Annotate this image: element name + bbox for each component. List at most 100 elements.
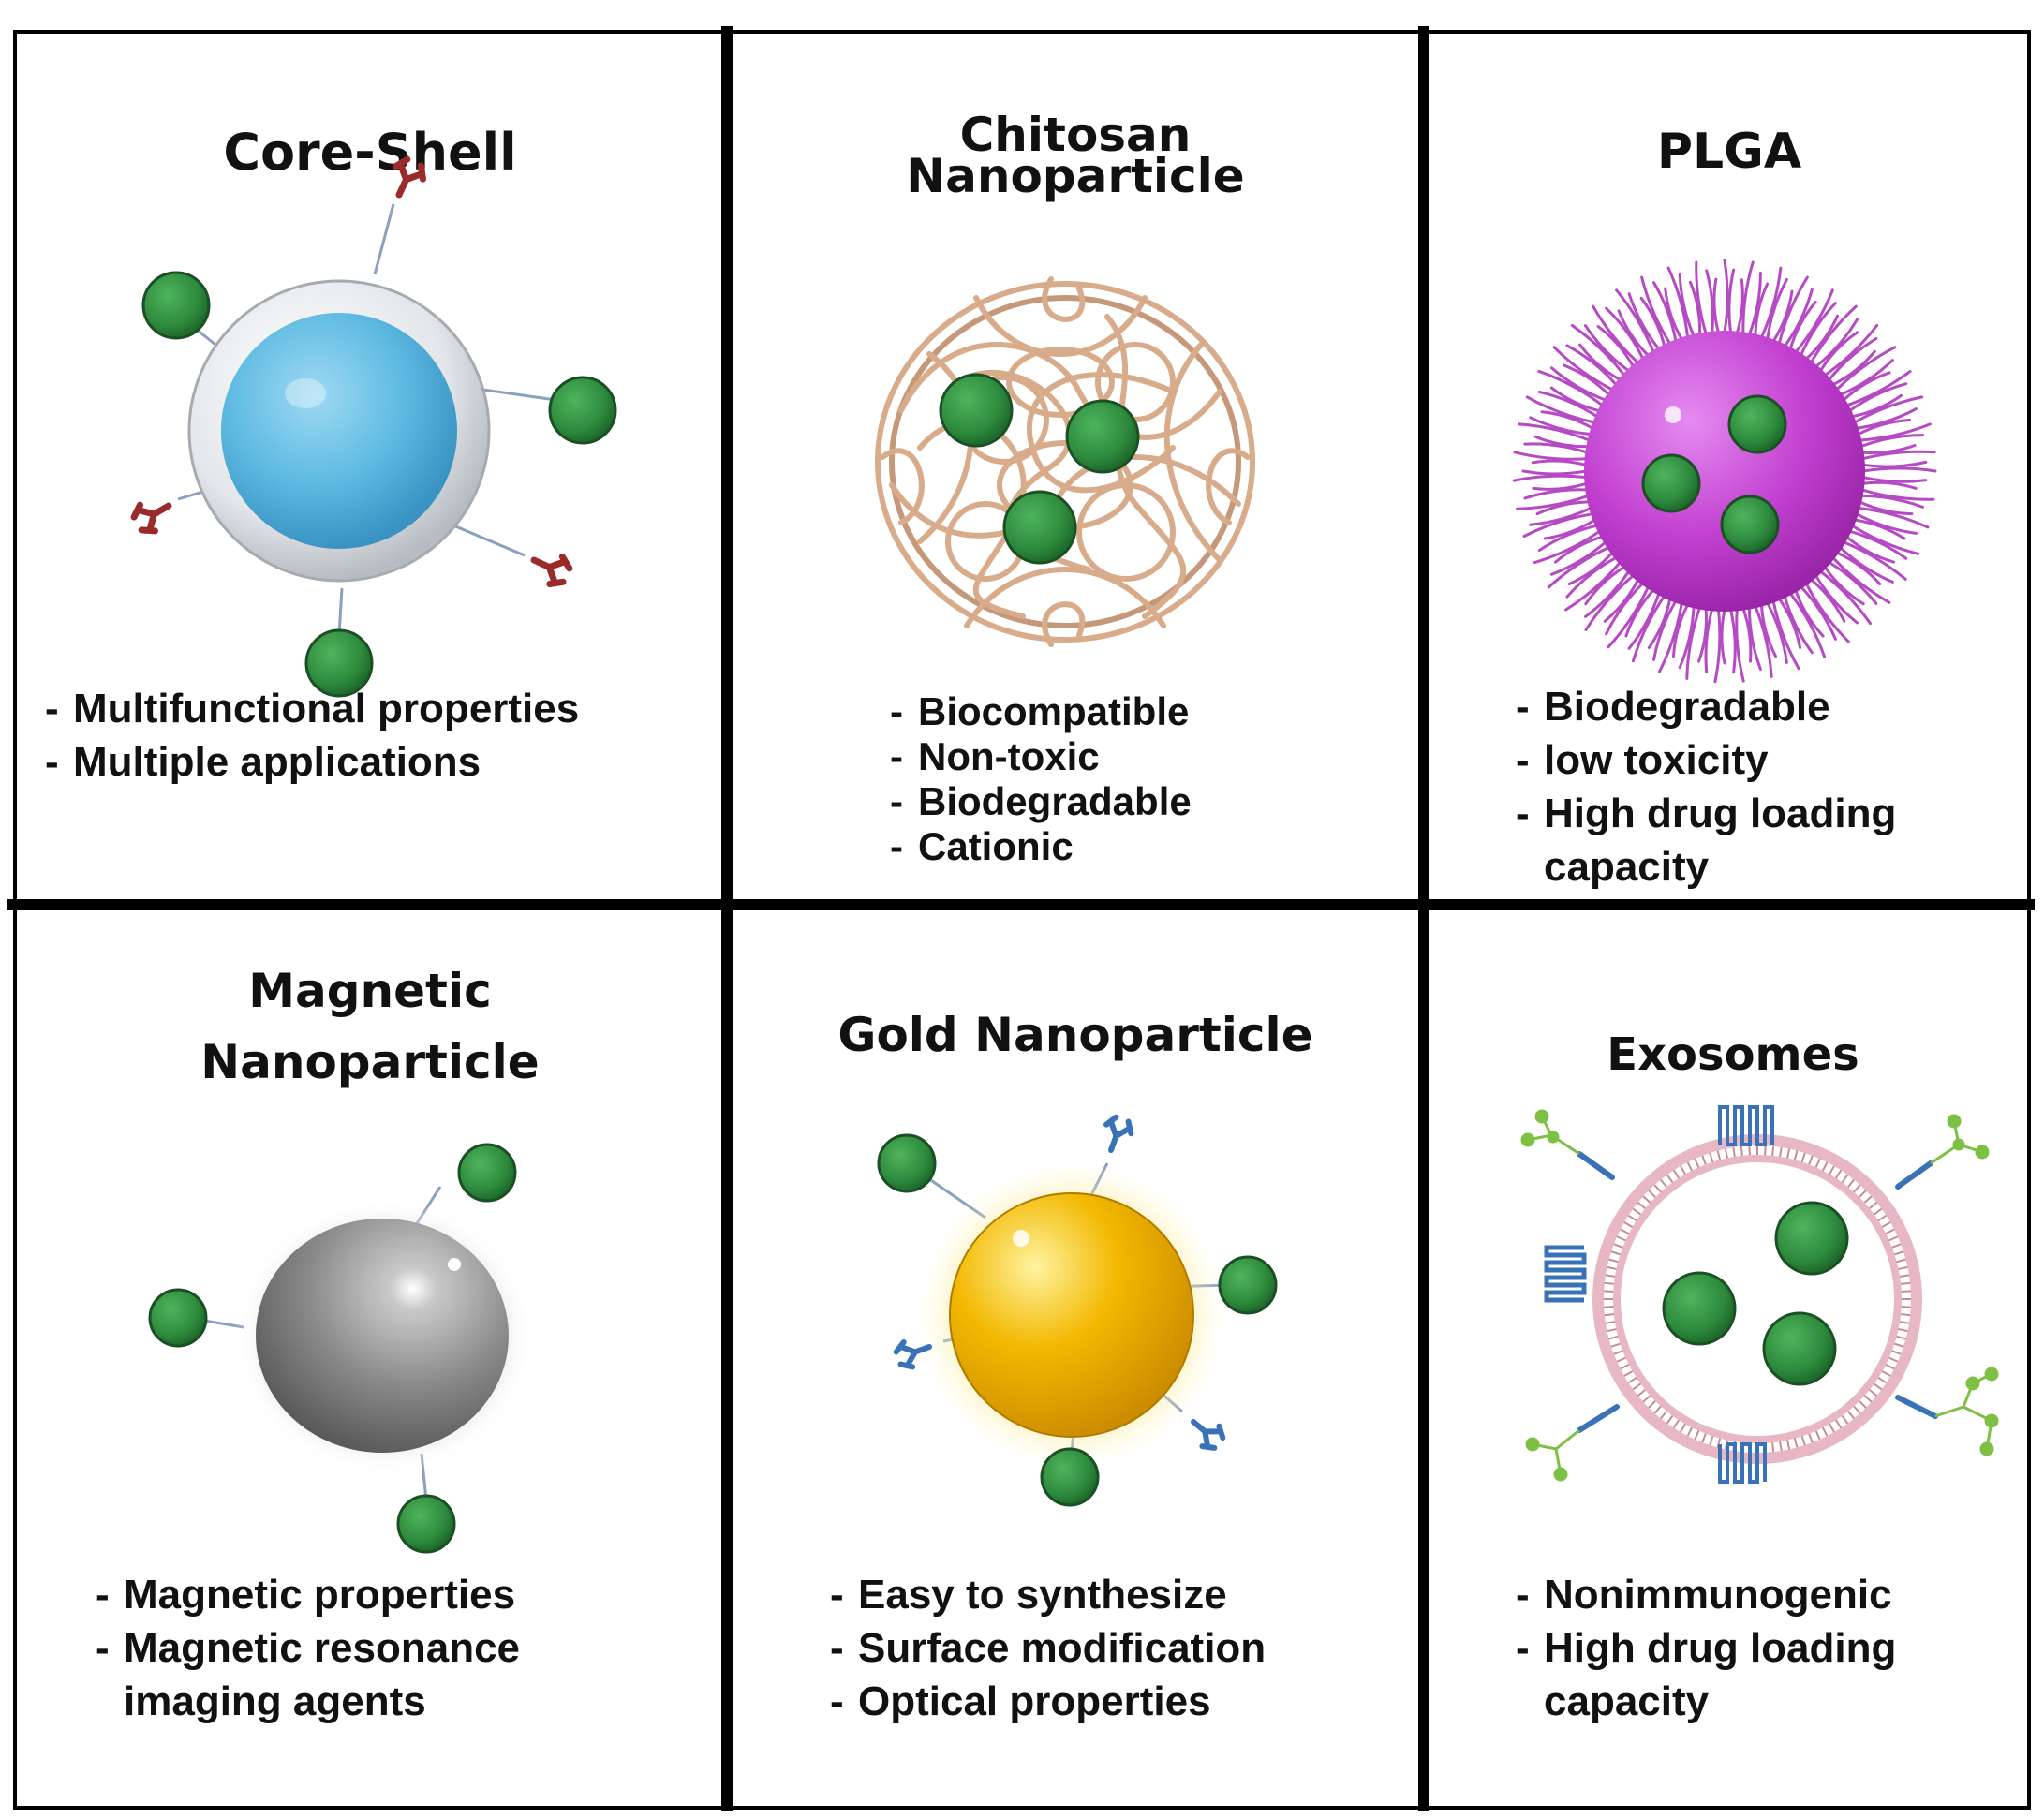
polymer-spike — [1818, 331, 1859, 373]
panel-title-line: Nanoparticle — [906, 149, 1245, 203]
polymer-spike — [1842, 371, 1891, 402]
panel-bullet-list: -Biodegradable -low toxicity -High drug … — [1516, 680, 1896, 894]
polymer-spike — [1543, 518, 1596, 540]
polymer-spike — [1853, 395, 1924, 424]
polymer-spike — [1831, 555, 1891, 604]
bullet-item-continuation: capacity — [1544, 1678, 1710, 1724]
polymer-spike — [1652, 281, 1678, 343]
panel-title: Exosomes — [1429, 1032, 2029, 1077]
polymer-spike — [1523, 442, 1589, 454]
polymer-spike — [1533, 435, 1590, 449]
polymer-spike — [1860, 450, 1936, 461]
polymer-spike — [1540, 410, 1594, 430]
drug-particle — [1040, 1447, 1100, 1507]
polymer-spike — [1860, 488, 1935, 501]
drug-particle — [1641, 453, 1701, 513]
polymer-spike — [1828, 337, 1878, 382]
polymer-spike — [1835, 346, 1897, 392]
polymer-spike — [1861, 476, 1928, 483]
bullet-item: -Biodegradable — [890, 779, 1192, 823]
gold-nanoparticle-illustration — [877, 1114, 1278, 1507]
bullet-item: -Optical properties — [830, 1678, 1211, 1724]
panel-title-line: Nanoparticle — [200, 1035, 540, 1089]
polymer-spike — [1741, 607, 1753, 663]
polymer-spike — [1814, 318, 1859, 368]
panel-title: Magnetic Nanoparticle — [19, 955, 721, 1098]
polymer-spike — [1678, 273, 1696, 338]
polymer-spike — [1570, 324, 1626, 377]
polymer-spike — [1578, 343, 1622, 382]
polymer-spike — [1800, 585, 1837, 641]
polymer-spike — [1537, 391, 1599, 419]
polymer-spike — [1647, 597, 1672, 649]
polymer-spike — [1631, 594, 1666, 663]
bullet-item-continuation: imaging agents — [124, 1678, 426, 1724]
polymer-spike — [1565, 344, 1618, 387]
polymer-spike — [1858, 422, 1932, 442]
polymer-spike — [1652, 599, 1678, 661]
polymer-spike — [1747, 272, 1762, 336]
gold-highlight — [1013, 1230, 1029, 1247]
polymer-spike — [1596, 325, 1636, 368]
polymer-spike — [1747, 606, 1762, 671]
polymer-spike — [1839, 546, 1894, 584]
drug-particle — [1720, 495, 1780, 554]
polymer-spike — [1831, 349, 1876, 387]
polymer-spike — [1603, 578, 1640, 623]
polymer-spike — [1842, 540, 1907, 581]
polymer-spike — [1741, 260, 1755, 335]
polymer-spike — [1823, 565, 1865, 606]
drug-particle — [304, 628, 374, 698]
polymer-spike — [1858, 500, 1914, 516]
polymer-spike — [1583, 569, 1631, 618]
polymer-spike — [1685, 606, 1702, 680]
polymer-spike — [1697, 607, 1708, 663]
polymer-spike — [1777, 597, 1802, 649]
panel-title-line: Magnetic — [248, 964, 492, 1018]
polymer-spike — [1850, 393, 1903, 419]
polymer-spike — [1529, 506, 1592, 526]
drug-particle — [877, 1133, 937, 1193]
polymer-spike — [1809, 578, 1846, 623]
polymer-spike — [1800, 302, 1837, 357]
polymer-spike — [1788, 591, 1827, 658]
polymer-spike — [1759, 603, 1777, 658]
panel-plga: PLGA -Biodegradable -low toxicity -High … — [1429, 36, 2029, 899]
chitosan-polymer-fibers — [875, 276, 1255, 647]
polymer-spike — [1658, 601, 1683, 673]
polymer-spike — [1672, 603, 1690, 658]
magnetic-nanoparticle-illustration — [148, 1143, 534, 1554]
plga-nanoparticle-illustration — [1512, 259, 1937, 684]
polymer-spike — [1859, 494, 1924, 509]
core-shell-nanoparticle-illustration — [130, 155, 617, 698]
bullet-item: -Nonimmunogenic — [1516, 1572, 1892, 1618]
polymer-spike — [1627, 591, 1661, 650]
bullet-item: -Cationic — [890, 824, 1074, 868]
bullet-item: -High drug loading — [1516, 1625, 1897, 1671]
polymer-spike — [1861, 466, 1937, 473]
bullet-item: -High drug loading — [1516, 791, 1897, 836]
polymer-spike — [1583, 324, 1631, 373]
drug-particle — [148, 1288, 208, 1348]
polymer-spike — [1754, 604, 1773, 678]
polymer-spike — [1735, 278, 1744, 335]
polymer-spike — [1531, 459, 1588, 466]
polymer-spike — [1788, 301, 1817, 351]
glycan-chains — [1520, 1109, 1999, 1482]
polymer-spike — [1794, 288, 1834, 354]
polymer-spike — [1859, 434, 1924, 449]
antibody-icon — [1191, 1419, 1226, 1451]
bullet-item-continuation: capacity — [1544, 844, 1710, 890]
drug-particle — [1218, 1255, 1278, 1315]
panel-title: PLGA — [1429, 127, 2029, 176]
polymer-spike — [1513, 451, 1589, 461]
polymer-spike — [1688, 280, 1702, 336]
receptor-stalks — [1577, 1151, 1938, 1433]
polymer-spike — [1554, 535, 1605, 564]
polymer-spike — [1729, 608, 1737, 674]
magnetic-body — [256, 1219, 509, 1453]
polymer-spike — [1607, 585, 1650, 649]
bullet-item: -Multifunctional properties — [45, 686, 580, 732]
polymer-spike — [1847, 529, 1908, 560]
